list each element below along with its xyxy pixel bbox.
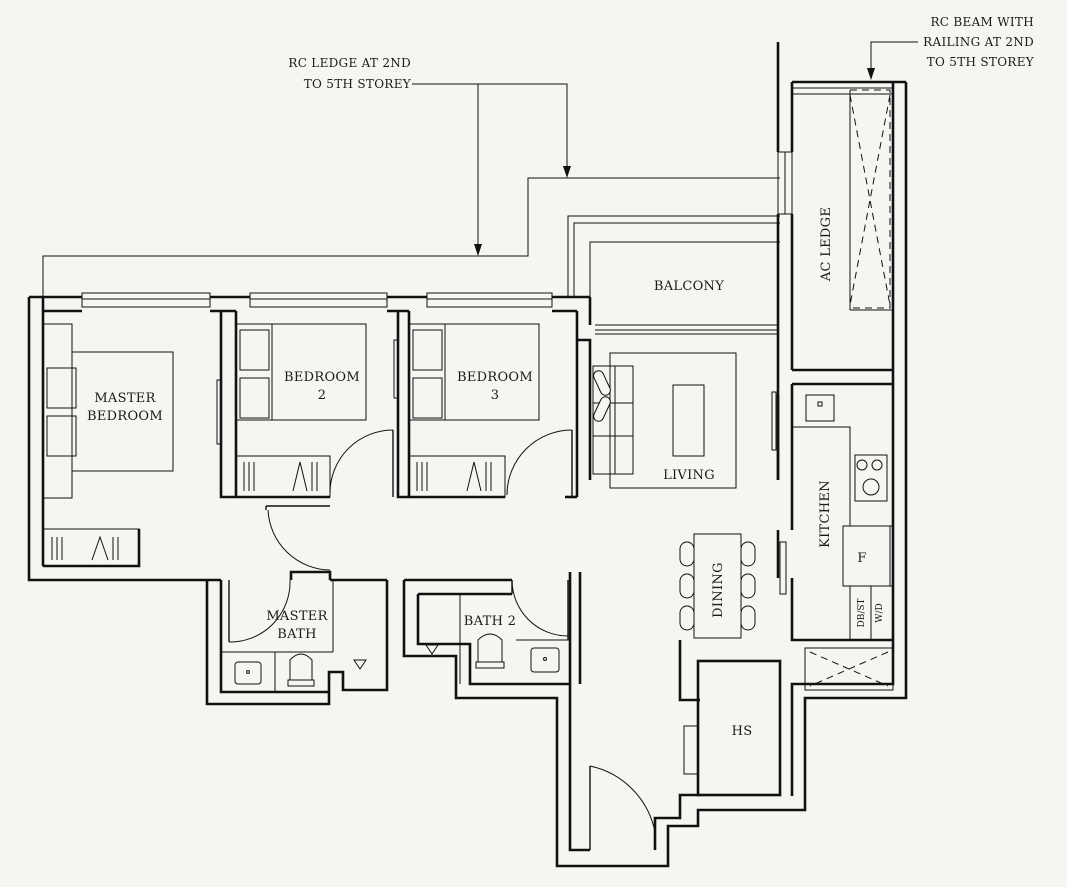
room-labels: MASTER BEDROOM BEDROOM 2 BEDROOM 3 BALCO… xyxy=(87,207,885,739)
label-bedroom-3: 3 xyxy=(491,388,500,403)
bedroom3-door xyxy=(393,339,573,497)
bedroom3-wardrobe xyxy=(408,455,506,498)
household-shelter xyxy=(683,659,782,797)
master-door xyxy=(265,505,331,571)
exterior-walls xyxy=(27,42,908,868)
label-db-st: DB/ST xyxy=(857,598,867,627)
rc-beam-leader xyxy=(867,41,918,80)
bedroom2-wardrobe xyxy=(235,455,331,498)
bedroom3-bed xyxy=(408,323,540,421)
bedroom2-door xyxy=(216,379,394,497)
label-living: LIVING xyxy=(663,468,715,483)
label-w-d: W/D xyxy=(875,603,885,623)
label-hs: HS xyxy=(732,724,753,739)
label-master-bedroom: MASTER xyxy=(94,391,156,406)
master-wardrobe xyxy=(42,528,140,567)
dining-table xyxy=(679,533,756,639)
annotations: RC LEDGE AT 2ND TO 5TH STOREY RC BEAM WI… xyxy=(288,15,1034,91)
note-rc-ledge: TO 5TH STOREY xyxy=(304,77,412,91)
label-bedroom-2: BEDROOM xyxy=(284,370,360,385)
label-master-bath: MASTER xyxy=(266,609,328,624)
master-bath-fixtures xyxy=(220,579,367,693)
note-rc-beam: RC BEAM WITH xyxy=(930,15,1034,29)
master-bed xyxy=(42,323,174,499)
label-ac-ledge: AC LEDGE xyxy=(819,207,834,282)
note-rc-beam: TO 5TH STOREY xyxy=(927,55,1035,69)
label-master-bedroom: BEDROOM xyxy=(87,409,163,424)
label-dining: DINING xyxy=(711,562,726,618)
windows xyxy=(81,87,893,335)
label-balcony: BALCONY xyxy=(654,279,724,294)
ac-ledge xyxy=(849,89,893,311)
bedroom2-bed xyxy=(235,323,367,421)
kitchen-counters xyxy=(779,394,894,641)
bath2-fixtures xyxy=(425,579,570,684)
label-fridge: F xyxy=(857,551,866,566)
label-kitchen: KITCHEN xyxy=(818,480,833,548)
rc-ledge-leader xyxy=(412,83,571,256)
rc-ledge-outline xyxy=(42,177,780,297)
label-master-bath: BATH xyxy=(277,627,316,642)
living-furniture xyxy=(592,352,777,489)
note-rc-beam: RAILING AT 2ND xyxy=(923,35,1034,49)
label-bedroom-2: 2 xyxy=(318,388,327,403)
ac-ledge-lower xyxy=(804,647,894,691)
label-bath-2: BATH 2 xyxy=(464,614,516,629)
entrance-door xyxy=(589,765,656,850)
label-bedroom-3: BEDROOM xyxy=(457,370,533,385)
note-rc-ledge: RC LEDGE AT 2ND xyxy=(288,56,411,70)
